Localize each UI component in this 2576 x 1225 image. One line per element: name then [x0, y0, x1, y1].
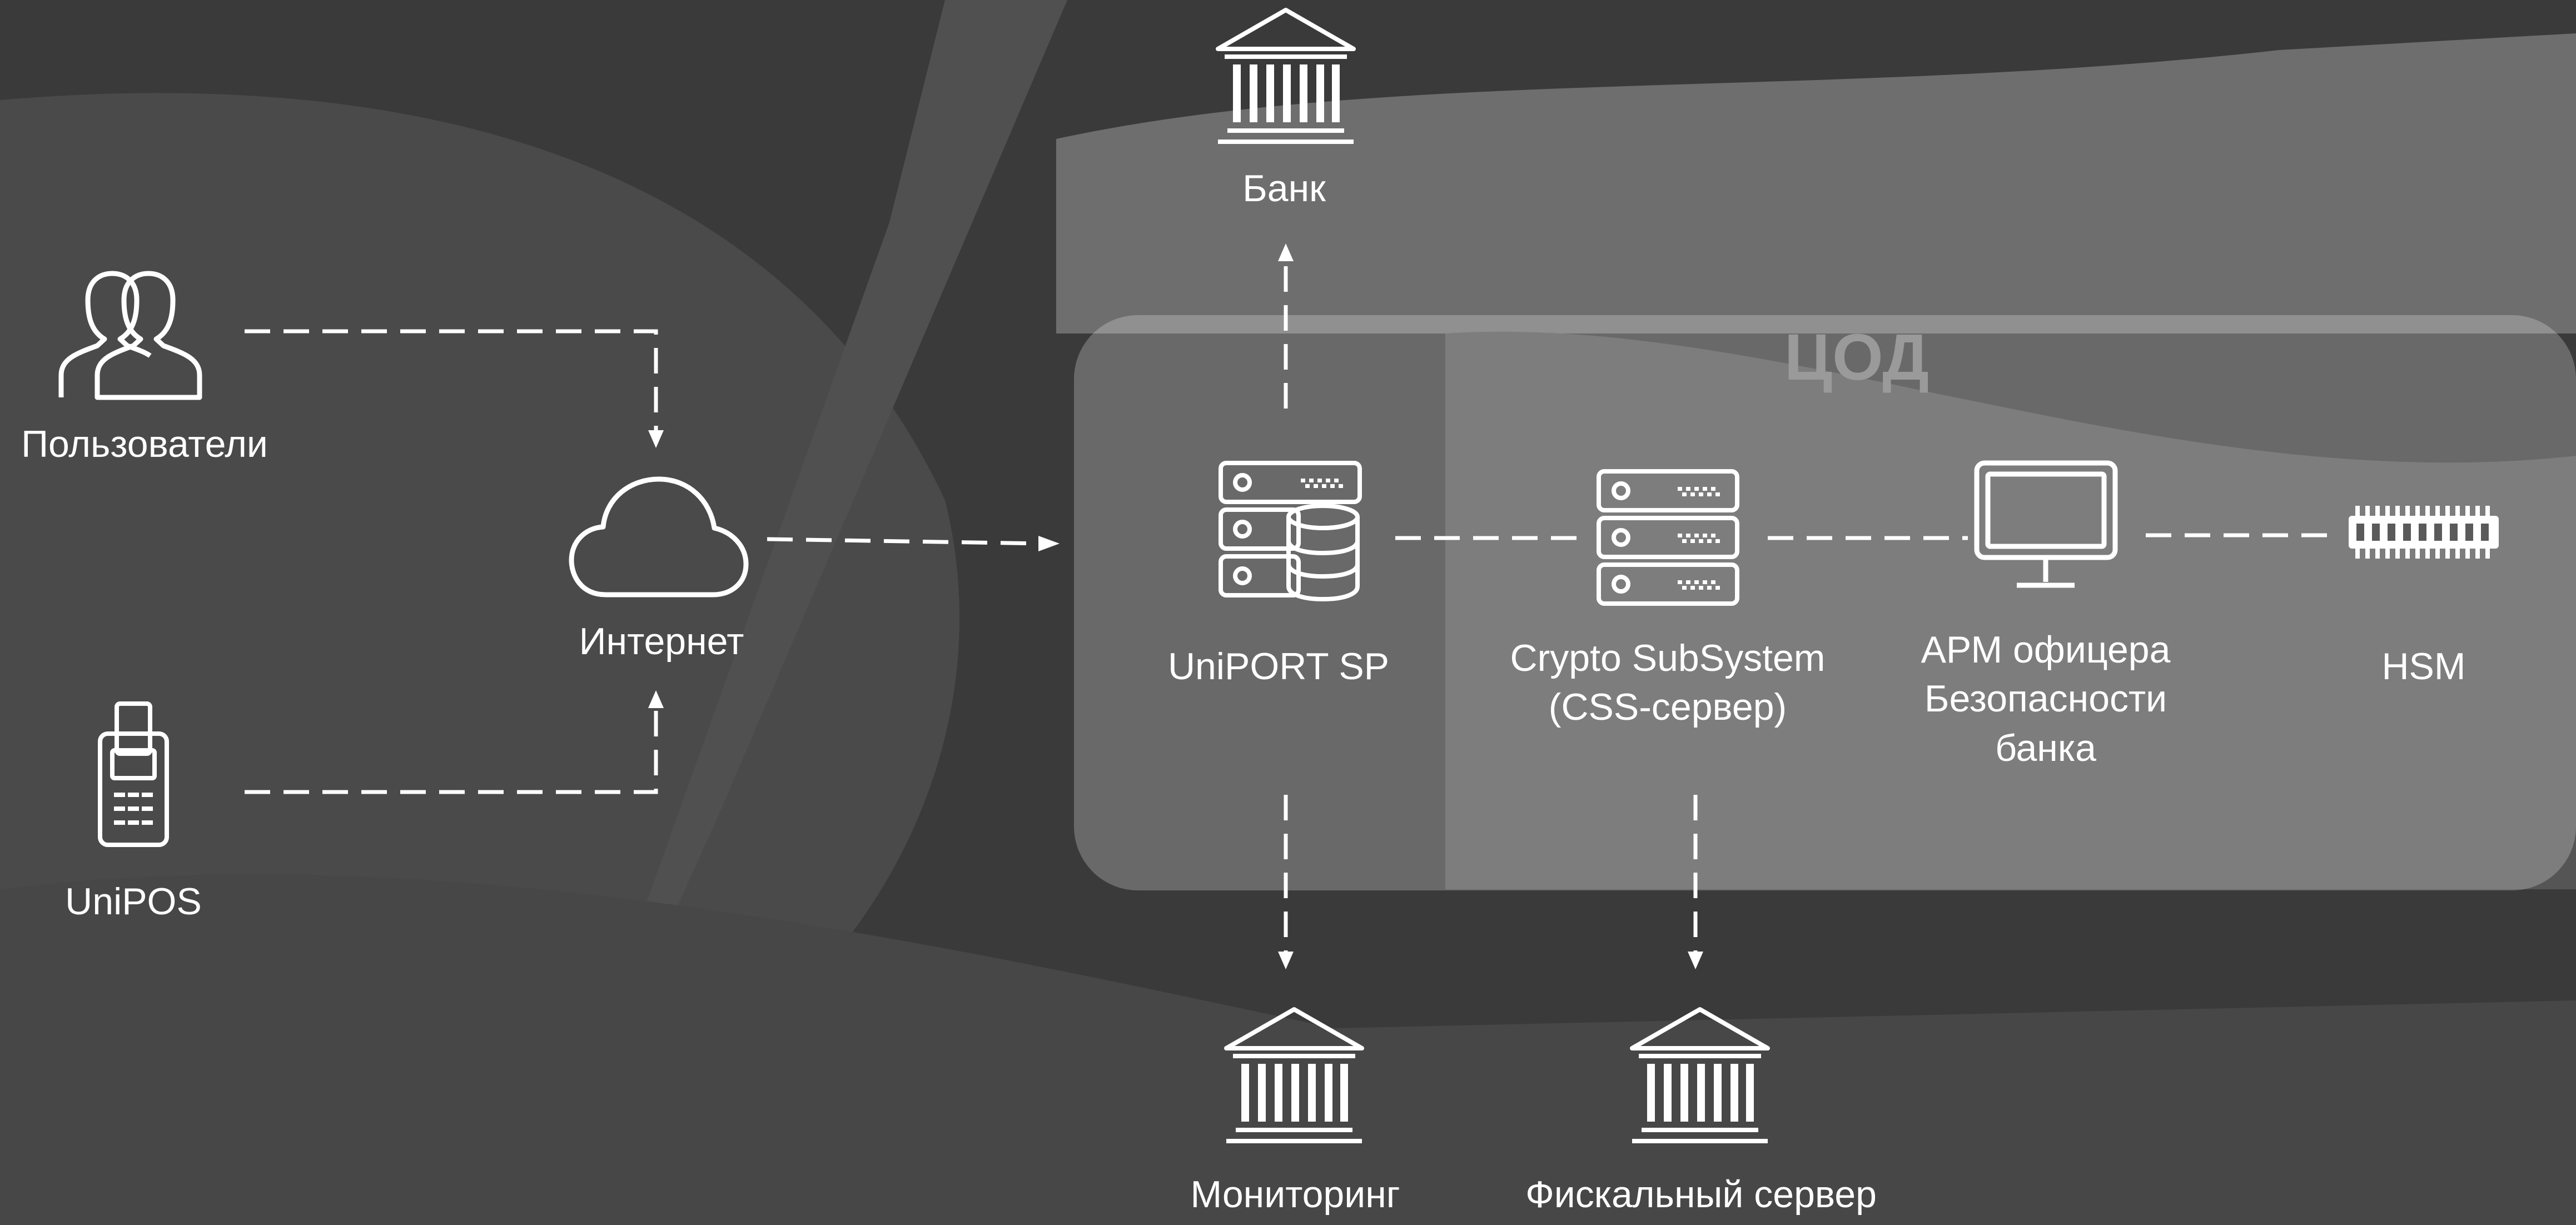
css-label-line-2: (CSS-сервер): [1548, 686, 1787, 729]
monitoring-label: Мониторинг: [1190, 1173, 1400, 1216]
bank-icon: [1224, 1007, 1364, 1143]
arrowhead-monitoring: [1278, 952, 1294, 969]
bank-label: Банк: [1242, 167, 1326, 210]
bank-icon: [1216, 8, 1356, 144]
css-label-line-1: Crypto SubSystem: [1510, 637, 1826, 679]
internet-label: Интернет: [579, 620, 744, 663]
datacenter-title: ЦОД: [1784, 321, 1929, 394]
users-icon: [58, 271, 202, 400]
arrowhead-bank: [1278, 243, 1294, 261]
internet-to-datacenter-link: [767, 537, 1046, 546]
fiscal-label: Фискальный сервер: [1525, 1173, 1877, 1216]
arm-label-line-2: Безопасности: [1924, 678, 2167, 720]
unipos-to-internet-link: [245, 701, 658, 794]
unipos-label: UniPOS: [65, 880, 202, 923]
hsm-module-icon: [2349, 506, 2499, 559]
users-label: Пользователи: [21, 423, 268, 465]
css-label: Crypto SubSystem (CSS-сервер): [1490, 634, 1846, 732]
server-icon: [1597, 469, 1739, 606]
arrowhead-internet-from-users: [648, 430, 664, 448]
arm-label: АРМ офицера Безопасности банка: [1890, 625, 2201, 773]
pos-terminal-icon: [98, 701, 169, 847]
server-database-icon: [1219, 461, 1362, 602]
bank-icon: [1630, 1007, 1770, 1143]
cloud-icon: [569, 476, 749, 597]
hsm-label: HSM: [2381, 645, 2466, 688]
users-to-internet-link: [245, 329, 658, 436]
arrowhead-internet-from-unipos: [648, 690, 664, 708]
arm-label-line-3: банка: [1995, 726, 2096, 769]
arrowhead-datacenter: [1038, 536, 1060, 551]
arm-label-line-1: АРМ офицера: [1921, 629, 2171, 671]
datacenter-zone: [1074, 315, 2576, 890]
uniport-label: UniPORT SP: [1167, 645, 1390, 688]
monitor-icon: [1974, 460, 2118, 588]
arrowhead-fiscal: [1688, 952, 1703, 969]
